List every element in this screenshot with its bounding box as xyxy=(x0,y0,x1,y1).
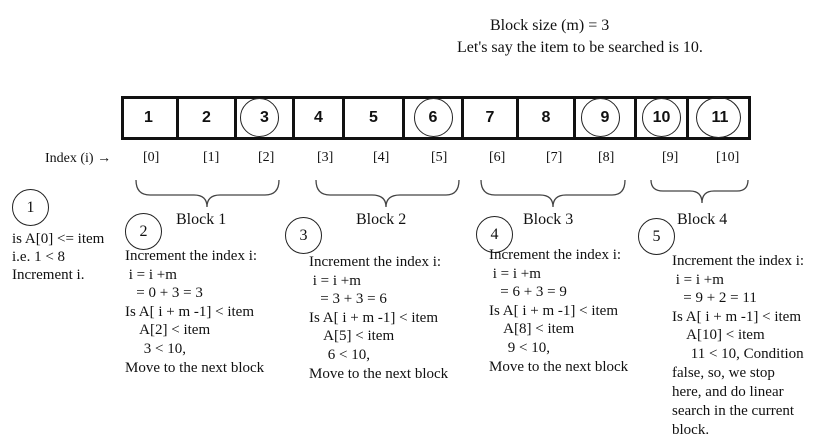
block-4-label: Block 4 xyxy=(677,211,728,228)
block-1-brace xyxy=(135,179,280,208)
step-line: block. xyxy=(672,422,710,438)
step-line: i = i +m xyxy=(672,272,724,288)
array-box xyxy=(121,96,751,140)
index-value: [0] xyxy=(143,150,160,165)
step-line: Is A[ i + m -1] < item xyxy=(672,309,801,325)
index-value: [1] xyxy=(203,150,220,165)
array-cell: 2 xyxy=(179,96,237,140)
block-2-brace xyxy=(315,179,460,208)
step-line: A[8] < item xyxy=(489,321,575,337)
step-line: search in the current xyxy=(672,403,795,419)
step-5-circle: 5 xyxy=(638,218,675,255)
step-line: Increment the index i: xyxy=(489,247,622,263)
search-item-label: Let's say the item to be searched is 10. xyxy=(457,39,703,56)
step-line: i = i +m xyxy=(125,267,177,283)
step-line: = 9 + 2 = 11 xyxy=(672,290,757,306)
step-line: = 3 + 3 = 6 xyxy=(309,291,387,307)
block-3-brace xyxy=(480,179,626,208)
index-value: [6] xyxy=(489,150,506,165)
step-line: Is A[ i + m -1] < item xyxy=(125,304,254,320)
index-value: [7] xyxy=(546,150,563,165)
step-line: A[2] < item xyxy=(125,322,211,338)
array-cell: 7 xyxy=(464,96,519,140)
step-line: = 0 + 3 = 3 xyxy=(125,285,203,301)
step-line: Is A[ i + m -1] < item xyxy=(489,303,618,319)
block-4-brace xyxy=(650,179,749,204)
index-value: [5] xyxy=(431,150,448,165)
array-cell: 4 xyxy=(295,96,345,140)
index-value: [9] xyxy=(662,150,679,165)
block-size-label: Block size (m) = 3 xyxy=(490,17,610,34)
step-line: Increment the index i: xyxy=(672,253,805,269)
block-1-label: Block 1 xyxy=(176,211,227,228)
step-4-circle: 4 xyxy=(476,216,513,253)
step-line: Increment the index i: xyxy=(309,254,442,270)
index-value: [2] xyxy=(258,150,275,165)
cell-highlight-circle xyxy=(414,98,453,137)
step-line: A[10] < item xyxy=(672,327,765,343)
array-cell: 5 xyxy=(345,96,405,140)
step-line: 11 < 10, Condition xyxy=(672,346,804,362)
cell-highlight-circle xyxy=(642,98,681,137)
index-label: Index (i) → xyxy=(45,151,112,166)
step-line: 6 < 10, xyxy=(309,347,370,363)
index-value: [4] xyxy=(373,150,390,165)
cell-highlight-circle xyxy=(581,98,620,137)
step-line: i = i +m xyxy=(309,273,361,289)
block-3-label: Block 3 xyxy=(523,211,574,228)
cell-highlight-circle xyxy=(240,98,279,137)
step-line: 3 < 10, xyxy=(125,341,186,357)
step-line: Move to the next block xyxy=(489,359,629,375)
step-line: Increment the index i: xyxy=(125,248,258,264)
step-line: A[5] < item xyxy=(309,328,395,344)
step-3-circle: 3 xyxy=(285,217,322,254)
step-line: false, so, we stop xyxy=(672,365,775,381)
step-line: = 6 + 3 = 9 xyxy=(489,284,567,300)
array-cell: 1 xyxy=(121,96,179,140)
index-value: [10] xyxy=(716,150,740,165)
step-line: i = i +m xyxy=(489,266,541,282)
block-2-label: Block 2 xyxy=(356,211,407,228)
step-line: Move to the next block xyxy=(309,366,449,382)
step-line: Increment i. xyxy=(12,267,85,283)
index-value: [8] xyxy=(598,150,615,165)
cell-highlight-circle xyxy=(696,97,741,138)
step-2-circle: 2 xyxy=(125,213,162,250)
step-1-circle: 1 xyxy=(12,189,49,226)
step-line: is A[0] <= item xyxy=(12,231,105,247)
step-line: i.e. 1 < 8 xyxy=(12,249,66,265)
index-value: [3] xyxy=(317,150,334,165)
array-cell: 8 xyxy=(519,96,576,140)
step-line: 9 < 10, xyxy=(489,340,550,356)
step-line: Move to the next block xyxy=(125,360,265,376)
step-line: Is A[ i + m -1] < item xyxy=(309,310,438,326)
step-line: here, and do linear xyxy=(672,384,784,400)
